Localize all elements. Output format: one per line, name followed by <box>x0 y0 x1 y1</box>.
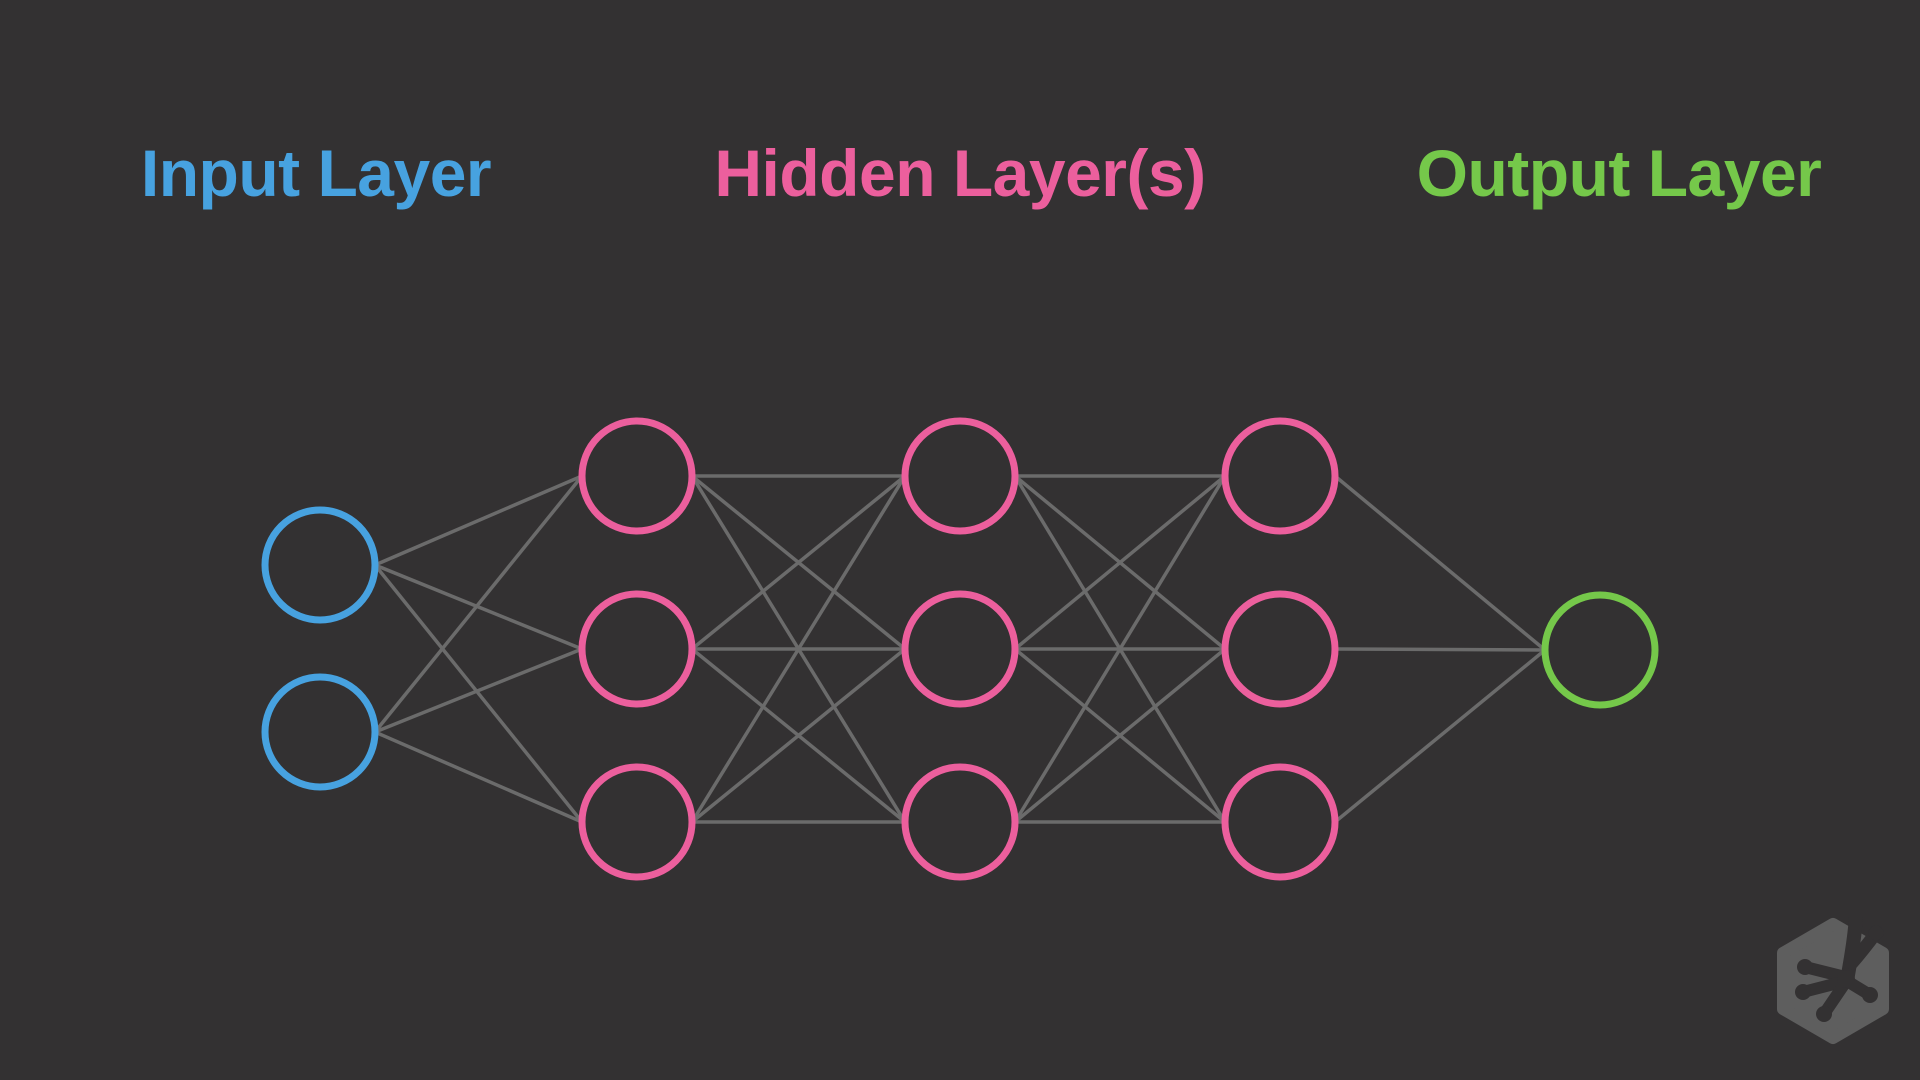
connection-edge <box>374 730 583 824</box>
input-layer-node <box>261 506 379 624</box>
connection-edge <box>374 474 583 567</box>
hidden-layer-2-node <box>901 763 1019 881</box>
label-hidden-layers: Hidden Layer(s) <box>714 136 1206 210</box>
hidden-layer-1-node <box>578 590 696 708</box>
connection-edge <box>373 474 584 734</box>
connection-edge <box>1333 474 1547 652</box>
connection-edge <box>1013 475 1227 823</box>
hidden-layer-3-node <box>1221 417 1339 535</box>
connection-edge <box>1013 474 1227 651</box>
connection-edge <box>1013 647 1227 824</box>
hidden-layer-1-node <box>578 417 696 535</box>
logo-branch-tips <box>1795 925 1884 1022</box>
connection-edge <box>373 563 584 824</box>
input-layer-node <box>261 673 379 791</box>
connection-edge <box>690 475 907 823</box>
label-output-layer: Output Layer <box>1416 136 1822 210</box>
hidden-layer-3-node <box>1221 763 1339 881</box>
connection-edge <box>374 563 583 651</box>
hidden-layer-2-node <box>901 590 1019 708</box>
label-input-layer: Input Layer <box>140 136 492 210</box>
hidden-layer-1-node <box>578 763 696 881</box>
connection-edge <box>690 647 907 824</box>
hidden-layer-2-node <box>901 417 1019 535</box>
hidden-layer-3-node <box>1221 590 1339 708</box>
connection-edge <box>374 647 583 734</box>
treehouse-logo-icon <box>1777 917 1889 1044</box>
logo-hexagon-outline <box>1777 918 1889 1044</box>
connection-edge <box>1333 648 1547 824</box>
output-layer-node <box>1541 591 1659 709</box>
connection-edge <box>690 474 907 651</box>
connection-edge <box>1334 647 1546 652</box>
